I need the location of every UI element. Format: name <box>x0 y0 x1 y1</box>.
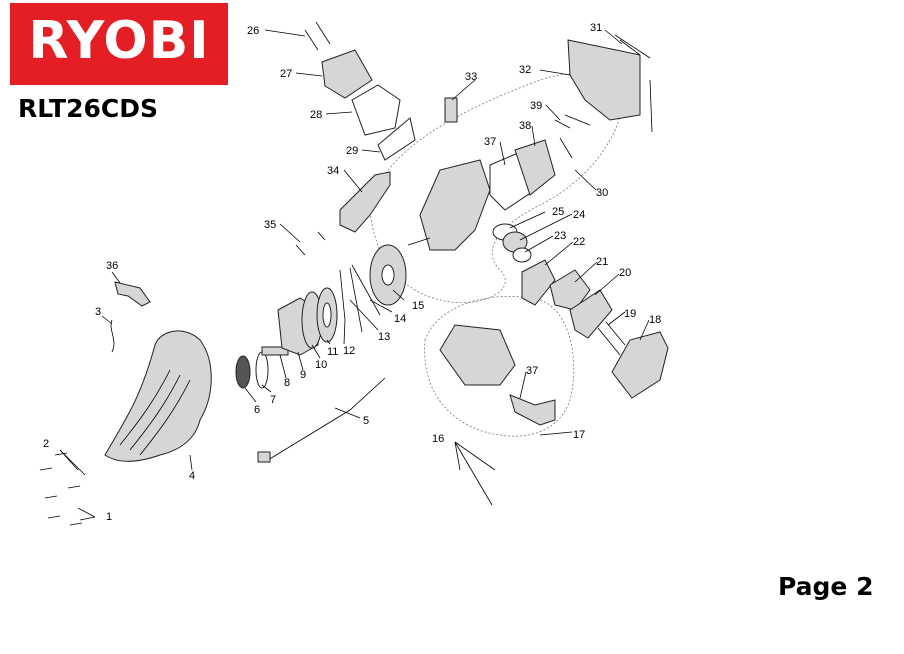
callout-2: 2 <box>43 438 49 450</box>
callout-labels: 1 2 3 4 5 6 7 8 9 10 11 12 13 14 15 16 1… <box>43 22 661 523</box>
air-filter-cover-part-27 <box>321 49 373 99</box>
callout-31: 31 <box>590 22 602 34</box>
callout-18: 18 <box>649 314 661 326</box>
plate-part-22 <box>521 259 556 306</box>
callout-30: 30 <box>596 187 608 199</box>
screws-part-1-2 <box>39 449 96 526</box>
callout-15: 15 <box>412 300 424 312</box>
callout-23: 23 <box>554 230 566 242</box>
callout-22: 22 <box>573 236 585 248</box>
spark-plug-part-33 <box>444 97 458 123</box>
callout-28: 28 <box>310 109 322 121</box>
callout-11: 11 <box>327 346 338 358</box>
callout-7: 7 <box>270 394 276 406</box>
callout-17: 17 <box>573 429 585 441</box>
callout-39: 39 <box>530 100 542 112</box>
callout-19: 19 <box>624 308 636 320</box>
callout-25: 25 <box>552 206 564 218</box>
leader-lines <box>111 29 650 436</box>
clip-part-3 <box>110 319 115 353</box>
callout-6: 6 <box>254 404 260 416</box>
fuel-tank-group-outline <box>424 295 575 437</box>
washer-part-7 <box>255 351 269 389</box>
screws-part-12-13 <box>339 269 346 321</box>
callout-36: 36 <box>106 260 118 272</box>
fuel-tank-part-17 <box>439 324 516 386</box>
screws-part-26 <box>304 21 331 51</box>
screws-part-39 <box>554 114 591 159</box>
callout-4: 4 <box>189 470 195 482</box>
gear-housing-part-4 <box>104 330 212 462</box>
primer-part-37 <box>509 394 556 426</box>
shaft-part-8 <box>261 346 289 356</box>
clutch-drum-part-6 <box>235 355 251 389</box>
callout-26: 26 <box>247 25 259 37</box>
intake-bracket-part-34 <box>339 171 391 233</box>
callout-5: 5 <box>363 415 369 427</box>
callout-37-primer: 37 <box>526 365 538 377</box>
ryobi-logo: RYOBI <box>10 3 228 85</box>
callout-37-engine: 37 <box>484 136 496 148</box>
callout-14: 14 <box>394 313 406 325</box>
screws-part-19 <box>597 327 621 356</box>
callout-3: 3 <box>95 306 101 318</box>
callout-32: 32 <box>519 64 531 76</box>
air-box-part-20 <box>569 289 613 339</box>
throttle-cable-part-5 <box>267 377 386 461</box>
engine-group-outline <box>369 73 621 304</box>
callout-35: 35 <box>264 219 276 231</box>
air-filter-part-28 <box>351 84 401 136</box>
carburetor-part-21 <box>549 269 591 311</box>
callout-13: 13 <box>378 331 390 343</box>
screws-part-35 <box>295 231 326 256</box>
screws-part-31 <box>614 34 653 133</box>
filter-plate-part-29 <box>377 117 416 161</box>
callout-9: 9 <box>300 369 306 381</box>
callout-20: 20 <box>619 267 631 279</box>
callout-24: 24 <box>573 209 585 221</box>
callout-10: 10 <box>315 359 327 371</box>
callout-38: 38 <box>519 120 531 132</box>
engine-shroud-part-32 <box>567 39 641 121</box>
callout-34: 34 <box>327 165 339 177</box>
bracket-part-36 <box>114 281 151 307</box>
callout-27: 27 <box>280 68 292 80</box>
engine-block <box>419 159 491 251</box>
model-number: RLT26CDS <box>18 94 158 123</box>
callout-33: 33 <box>465 71 477 83</box>
callout-12: 12 <box>343 345 355 357</box>
callout-1: 1 <box>106 511 112 523</box>
callout-21: 21 <box>596 256 608 268</box>
callout-16: 16 <box>432 433 444 445</box>
callout-29: 29 <box>346 145 358 157</box>
feet-part-16 <box>454 441 496 506</box>
callout-8: 8 <box>284 377 290 389</box>
page-number: Page 2 <box>778 572 874 601</box>
cover-part-18 <box>611 331 669 399</box>
logo-text: RYOBI <box>28 11 210 71</box>
